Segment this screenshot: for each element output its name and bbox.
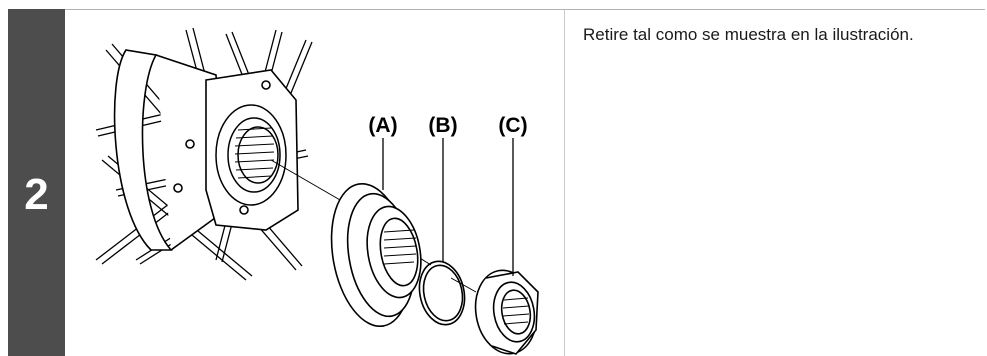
part-b-o-ring xyxy=(418,260,466,326)
callout-leader-lines xyxy=(382,138,514,276)
hub-disassembly-illustration: (A) (B) (C) xyxy=(95,27,539,355)
step-number-bar xyxy=(8,9,65,356)
callout-b-label: (B) xyxy=(428,114,457,137)
part-c-end-cap xyxy=(474,269,539,355)
axle-thread xyxy=(215,104,287,206)
callout-a-label: (A) xyxy=(368,114,397,137)
step-number: 2 xyxy=(24,170,49,219)
frame-top-rule xyxy=(8,9,985,10)
instruction-text: Retire tal como se muestra en la ilustra… xyxy=(583,25,914,44)
callout-c-label: (C) xyxy=(498,114,527,137)
column-divider xyxy=(564,10,565,356)
part-a-lock-nut xyxy=(330,182,422,328)
